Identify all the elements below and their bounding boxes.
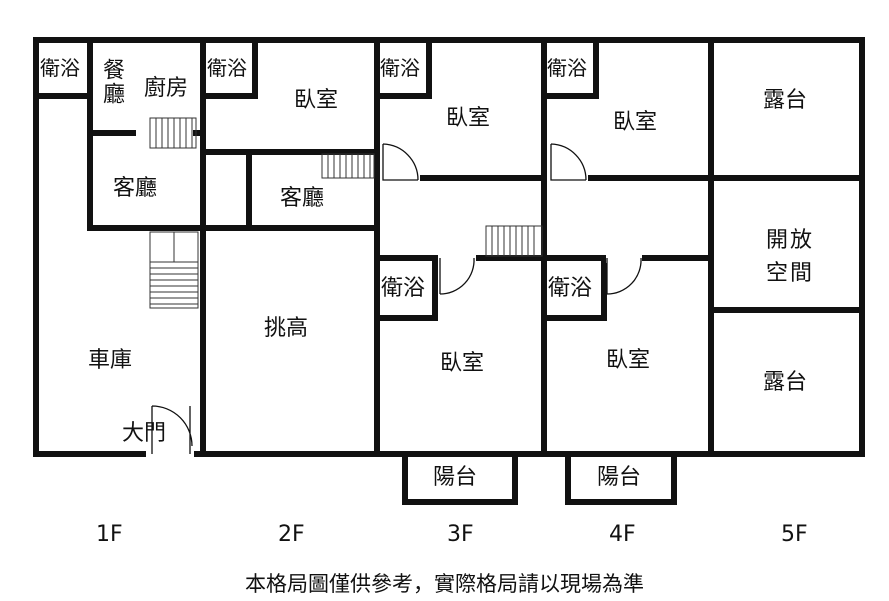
1f-bath-label: 衛浴 (40, 56, 80, 80)
1f-kitchen-label: 廚房 (144, 76, 189, 101)
3f-bedroom-top-label: 臥室 (446, 106, 491, 131)
disclaimer-note: 本格局圖僅供參考，實際格局請以現場為準 (245, 572, 644, 596)
1f-stairs-upper (149, 117, 197, 149)
1f-living-label: 客廳 (113, 176, 158, 201)
floor-label-3f: 3F (447, 522, 474, 547)
4f-balcony-label: 陽台 (597, 465, 642, 490)
4f-balcony-wall (565, 451, 677, 505)
1f-garage-label: 車庫 (88, 348, 133, 373)
2f-living-label: 客廳 (280, 186, 325, 211)
1f-entrance-label: 大門 (122, 421, 167, 446)
4f-bath-bottom-label: 衛浴 (548, 276, 593, 301)
2f-bath-wall (200, 37, 258, 99)
4f-bath-door (606, 257, 642, 295)
2f-bedroom-label: 臥室 (294, 88, 339, 113)
floor-label-5f: 5F (781, 522, 808, 547)
3f-bath-bottom-label: 衛浴 (381, 276, 426, 301)
2f-void-label: 挑高 (264, 316, 309, 341)
1f-bath-wall (33, 37, 93, 99)
3f-bath-top-wall (374, 37, 432, 99)
building-outline (33, 37, 865, 457)
4f-bath-top-wall (541, 37, 599, 99)
3f-balcony-wall (402, 451, 518, 505)
floor-label-1f: 1F (96, 522, 123, 547)
floor-label-2f: 2F (278, 522, 305, 547)
4f-bath-bottom-wall (541, 255, 607, 321)
2f-bath-label: 衛浴 (207, 56, 247, 80)
1f-main-door (151, 405, 193, 454)
2f-stairs (321, 153, 375, 179)
5f-terrace-bottom-label: 露台 (763, 370, 808, 395)
1f-dining-label: 餐廳 (99, 58, 124, 106)
1f-stairs-lower (149, 231, 199, 309)
3f-stairs (485, 225, 543, 257)
3f-bath-door (439, 257, 475, 295)
3f-bath-top-label: 衛浴 (380, 56, 420, 80)
5f-terrace-top-label: 露台 (763, 88, 808, 113)
floor-label-4f: 4F (609, 522, 636, 547)
4f-bedroom-bottom-label: 臥室 (606, 348, 651, 373)
3f-bath-bottom-wall (374, 255, 438, 321)
4f-bedroom-top-label: 臥室 (613, 110, 658, 135)
4f-bedroom-door (550, 143, 587, 181)
3f-balcony-label: 陽台 (433, 465, 478, 490)
3f-bedroom-bottom-label: 臥室 (440, 351, 485, 376)
3f-bedroom-door (382, 143, 419, 181)
4f-bath-top-label: 衛浴 (547, 56, 587, 80)
5f-open-space-label: 開放空間 (766, 228, 815, 286)
